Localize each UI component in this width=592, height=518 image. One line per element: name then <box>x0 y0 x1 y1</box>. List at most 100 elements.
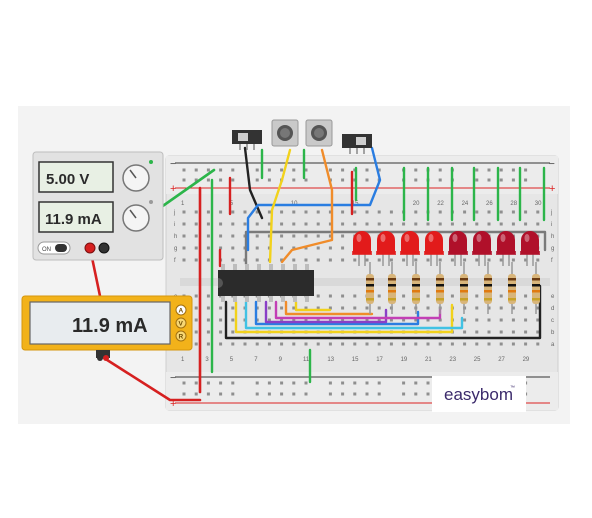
rail-minus-top: − <box>170 159 176 170</box>
chip-pin <box>305 294 309 302</box>
rail-plus-top-right: + <box>549 183 555 195</box>
chip-pin <box>269 264 273 272</box>
slide-switch-right[interactable] <box>342 134 372 154</box>
row-letter-left: j <box>173 210 175 216</box>
wire-yellow-button <box>268 148 292 264</box>
resistor <box>484 262 492 314</box>
multimeter-mode-button[interactable] <box>175 330 187 342</box>
wire-blue-switch <box>246 146 382 252</box>
cc-indicator-icon <box>149 200 153 204</box>
resistor <box>366 262 374 314</box>
chip-pin <box>293 264 297 272</box>
slide-switch-left[interactable] <box>232 130 262 150</box>
column-number-top: 5 <box>230 201 234 207</box>
multimeter-mode-label: R <box>179 334 184 341</box>
row-letter-right: c <box>551 318 554 324</box>
row-letter-left: i <box>174 222 175 228</box>
ic-chip <box>218 264 314 302</box>
cv-indicator-icon <box>149 160 153 164</box>
led <box>424 231 444 266</box>
wire-black-switch <box>243 146 264 220</box>
power-button-label: ON <box>42 247 51 253</box>
terminal-negative[interactable] <box>98 242 110 254</box>
push-button-left[interactable] <box>271 119 299 147</box>
row-letter-left: f <box>174 258 176 264</box>
column-number-top: 30 <box>535 201 542 207</box>
column-number-top: 22 <box>437 201 444 207</box>
resistor <box>460 262 468 314</box>
rail-minus-bottom: − <box>170 373 176 384</box>
current-readout: 11.9 mA <box>45 211 102 228</box>
voltage-readout: 5.00 V <box>46 171 89 188</box>
chip-pin <box>221 294 225 302</box>
chip-pin <box>281 264 285 272</box>
multimeter-mode-button[interactable] <box>175 304 187 316</box>
column-number-top: 26 <box>486 201 493 207</box>
chip-pin <box>245 294 249 302</box>
multimeter: 11.9 mA AVR <box>21 295 193 361</box>
row-letter-left: g <box>174 246 177 252</box>
column-number-bottom: 1 <box>181 357 185 363</box>
led <box>400 231 420 266</box>
probe-positive[interactable] <box>103 355 109 361</box>
probe-negative[interactable] <box>97 355 103 361</box>
led <box>352 231 372 266</box>
column-number-bottom: 21 <box>425 357 432 363</box>
resistor-row <box>366 262 540 314</box>
rail-plus-bottom: + <box>170 398 176 410</box>
chip-pin <box>305 264 309 272</box>
column-number-bottom: 19 <box>401 357 408 363</box>
wire-black-bus <box>224 284 542 340</box>
column-number-top: 28 <box>510 201 517 207</box>
voltage-lcd <box>38 161 114 193</box>
chip-pin <box>221 264 225 272</box>
chip-pin <box>281 294 285 302</box>
terminal-positive[interactable] <box>84 242 96 254</box>
wire-orange-bus <box>284 300 374 316</box>
column-number-bottom: 25 <box>474 357 481 363</box>
wire-yellow-bus-2 <box>294 300 332 312</box>
column-number-bottom: 15 <box>352 357 359 363</box>
wire-gray-top <box>244 230 547 266</box>
chip-pin <box>293 294 297 302</box>
current-lcd <box>38 201 114 233</box>
led <box>472 231 492 266</box>
chip-pin <box>233 294 237 302</box>
rail-plus-top: + <box>170 183 176 195</box>
column-number-bottom: 13 <box>327 357 334 363</box>
row-letter-right: d <box>551 306 554 312</box>
column-number-bottom: 5 <box>230 357 234 363</box>
push-button-right[interactable] <box>305 119 333 147</box>
resistor <box>412 262 420 314</box>
resistor <box>436 262 444 314</box>
row-letter-right: f <box>551 258 553 264</box>
led <box>376 231 396 266</box>
power-supply: 5.00 V 11.9 mA ON <box>32 151 164 261</box>
wire-red-meter-board <box>102 356 202 402</box>
chip-pin <box>245 264 249 272</box>
column-number-bottom: 23 <box>449 357 456 363</box>
multimeter-mode-label: A <box>179 308 184 315</box>
row-letter-right: e <box>551 294 555 300</box>
column-number-bottom: 29 <box>523 357 530 363</box>
row-letter-right: a <box>551 342 555 348</box>
wire-yellow-bus-1 <box>234 300 454 334</box>
column-number-top: 24 <box>462 201 469 207</box>
column-number-bottom: 7 <box>254 357 258 363</box>
chip-pin <box>269 294 273 302</box>
multimeter-mode-button[interactable] <box>175 317 187 329</box>
wire-orange-button <box>280 148 334 264</box>
logo: easybom ™ <box>432 376 526 412</box>
multimeter-mode-label: V <box>179 321 184 328</box>
chip-pin <box>257 264 261 272</box>
column-number-bottom: 27 <box>498 357 505 363</box>
column-number-bottom: 17 <box>376 357 383 363</box>
row-letter-right: h <box>551 234 554 240</box>
column-number-top: 20 <box>413 201 420 207</box>
wire-cyan-bus <box>244 300 464 330</box>
row-letter-right: b <box>551 330 555 336</box>
chip-pin <box>233 264 237 272</box>
multimeter-readout: 11.9 mA <box>72 315 148 337</box>
